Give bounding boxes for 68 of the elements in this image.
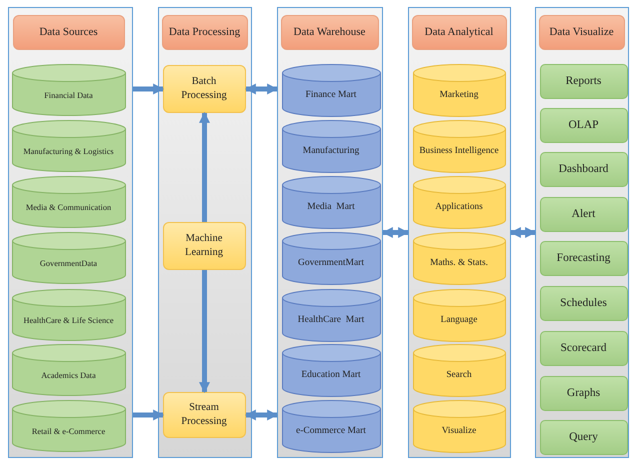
column-panel — [158, 7, 252, 458]
node-label: Alert — [572, 208, 596, 220]
column-header — [280, 14, 378, 50]
node-label: Query — [569, 431, 598, 443]
column-panel — [408, 7, 511, 458]
node-label: Business Intelligence — [419, 146, 499, 158]
node-label: Graphs — [566, 387, 600, 399]
node-label: Visualize — [442, 426, 476, 438]
column-header — [12, 14, 124, 50]
node-label: Data Analytical — [424, 26, 494, 38]
node-label: Marketing — [440, 90, 478, 102]
node-label: Search — [446, 370, 472, 382]
node-label: Media Mart — [307, 202, 355, 214]
node-label: Machine Learning — [184, 232, 224, 259]
output-box — [540, 376, 628, 410]
node-label: e-Commerce Mart — [296, 426, 366, 438]
arrow — [199, 270, 210, 394]
node-label: Data Warehouse — [294, 26, 366, 38]
node-label: Forecasting — [556, 252, 610, 264]
output-box — [540, 240, 628, 276]
column-panel — [277, 7, 383, 458]
node-label: GovernmentMart — [298, 258, 364, 270]
node-label: Finance Mart — [306, 90, 356, 102]
node-label: Reports — [566, 75, 602, 87]
output-box — [540, 420, 628, 454]
process-box — [162, 64, 246, 112]
node-label: Manufacturing — [302, 146, 360, 158]
arrow — [382, 227, 410, 238]
arrow — [244, 410, 278, 420]
column-header — [538, 14, 624, 50]
column-header — [162, 14, 248, 50]
column-panel — [535, 7, 629, 458]
process-box — [162, 222, 246, 270]
node-label: Data Sources — [39, 26, 98, 38]
arrow — [133, 410, 164, 420]
node-label: Batch Processing — [180, 75, 228, 102]
node-label: Schedules — [560, 297, 607, 309]
node-label: Retail & e-Commerce — [32, 426, 106, 436]
arrow — [199, 112, 210, 222]
node-label: Dashboard — [558, 163, 608, 175]
node-label: Academics Data — [41, 370, 96, 380]
output-box — [540, 286, 628, 320]
node-label: HealthCare Mart — [298, 315, 364, 327]
arrow — [133, 84, 164, 94]
node-label: Media & Communication — [26, 202, 112, 212]
node-label: Applications — [435, 202, 483, 214]
column-header — [412, 14, 506, 50]
output-box — [540, 330, 628, 366]
node-label: Maths. & Stats. — [430, 258, 488, 270]
output-box — [540, 152, 628, 186]
node-label: Manufacturing & Logistics — [23, 146, 114, 156]
node-label: Education Mart — [301, 370, 361, 382]
node-label: Financial Data — [44, 90, 93, 100]
node-label: Data Processing — [168, 26, 240, 38]
node-label: Data Visualize — [549, 26, 614, 38]
output-box — [540, 196, 628, 232]
arrow — [244, 84, 278, 94]
node-label: HealthCare & Life Science — [23, 316, 114, 326]
output-box — [540, 108, 628, 142]
arrow — [510, 227, 536, 238]
node-label: Scorecard — [560, 342, 606, 354]
node-label: Stream Processing — [180, 401, 228, 428]
node-label: Language — [440, 315, 478, 327]
node-label: OLAP — [568, 119, 599, 131]
output-box — [540, 64, 628, 98]
process-box — [162, 392, 246, 438]
column-panel — [8, 7, 133, 458]
node-label: GovernmentData — [40, 258, 98, 268]
